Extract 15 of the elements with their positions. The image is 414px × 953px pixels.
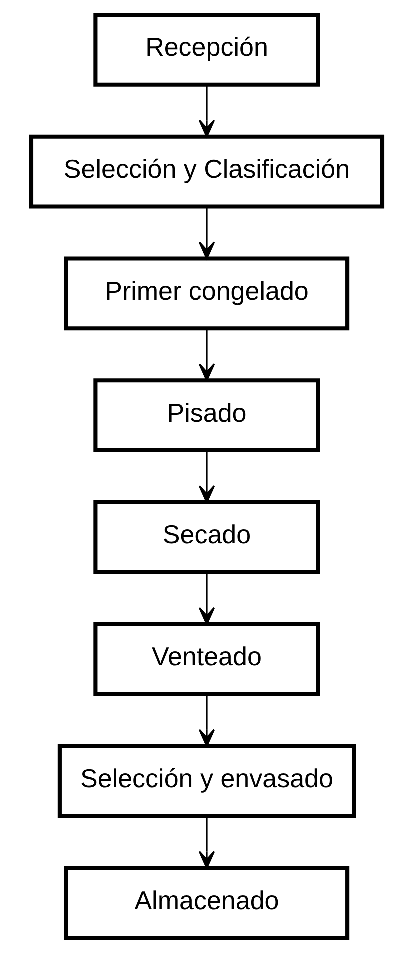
arrow xyxy=(198,694,216,748)
node-box: Selección y Clasificación xyxy=(29,134,385,209)
node-box: Primer congelado xyxy=(64,256,350,331)
node-box: Selección y envasado xyxy=(58,744,356,818)
node-box: Secado xyxy=(94,500,320,574)
arrow xyxy=(198,572,216,626)
arrow xyxy=(198,328,216,382)
arrow xyxy=(198,816,216,869)
node-box: Recepción xyxy=(94,12,320,87)
node-box: Pisado xyxy=(94,378,320,453)
node-box: Venteado xyxy=(94,622,320,696)
arrow xyxy=(198,450,216,504)
arrow xyxy=(198,85,216,138)
node-box: Almacenado xyxy=(64,866,350,940)
arrow xyxy=(198,207,216,260)
